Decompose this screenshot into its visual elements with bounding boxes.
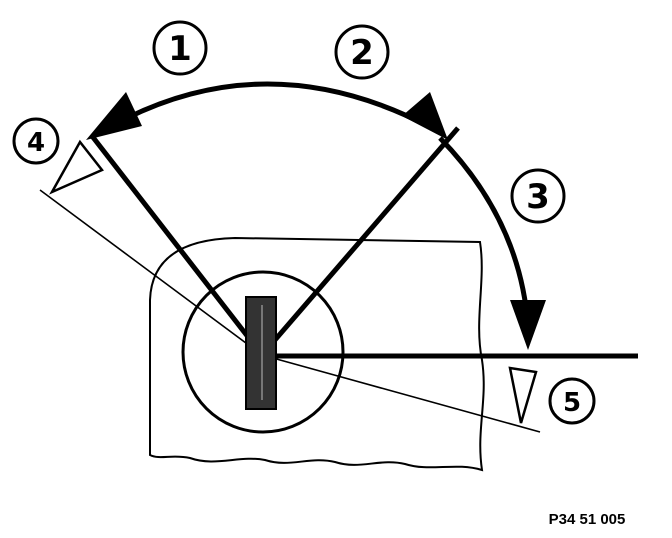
callout-2: 2 (334, 24, 390, 80)
rotation-arc-top (106, 81, 434, 131)
callout-5-label: 5 (563, 388, 581, 418)
limit-line-lower (261, 354, 541, 433)
callout-3-label: 3 (526, 177, 550, 217)
lever-position-left (90, 134, 264, 357)
shaft-circle (181, 270, 345, 434)
callout-4-label: 4 (27, 128, 45, 158)
callout-4: 4 (12, 117, 60, 165)
callout-1: 1 (152, 20, 208, 76)
open-arrowhead-right (508, 366, 538, 424)
callout-5: 5 (548, 377, 596, 425)
callout-2-label: 2 (350, 33, 374, 73)
housing-outline (149, 236, 485, 472)
arrowhead-left (86, 92, 142, 140)
open-arrowhead-left (49, 139, 104, 195)
arrowhead-right-down (510, 300, 546, 350)
reference-code: P34 51 005 (549, 511, 626, 528)
limit-line-upper (39, 189, 263, 356)
rotation-arc-right (438, 136, 531, 327)
callout-3: 3 (510, 168, 566, 224)
lever-position-right (260, 126, 460, 357)
arrowhead-top-right (402, 92, 448, 140)
callout-1-label: 1 (168, 29, 192, 69)
